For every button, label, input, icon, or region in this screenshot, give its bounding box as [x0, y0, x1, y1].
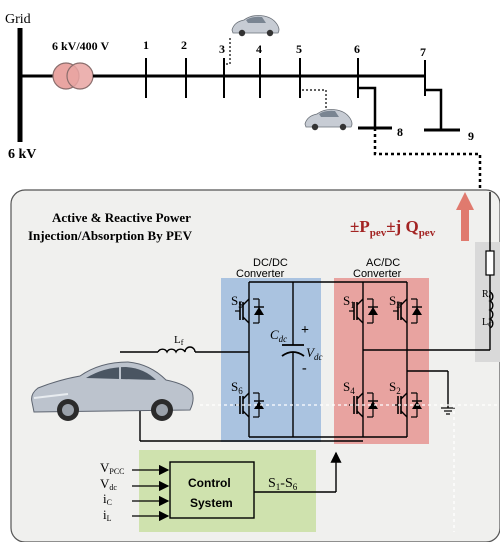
- ev-connection-bus5: [302, 89, 327, 110]
- s5-label: S5: [231, 293, 243, 310]
- branch-to-bus-8: [358, 86, 377, 128]
- input-vdc: Vdc: [100, 476, 117, 492]
- power-flow-arrow: [456, 192, 474, 241]
- bus-label-3: 3: [219, 42, 225, 56]
- s3-label: S3: [389, 293, 401, 310]
- rc-label: RC: [482, 289, 494, 301]
- control-block-line1: Control: [188, 476, 231, 490]
- bus-label-8: 8: [397, 125, 403, 139]
- branch-to-bus-9: [425, 88, 443, 130]
- dcdc-converter-box: [221, 278, 321, 442]
- s6-igbt-icon: [235, 392, 264, 418]
- ev-car-icon-bus3: [231, 15, 280, 37]
- pev-car-icon: [31, 361, 194, 421]
- panel-title-line1: Active & Reactive Power: [52, 210, 191, 225]
- s6-label: S6: [231, 379, 243, 396]
- bus-label-2: 2: [181, 38, 187, 52]
- s4-label: S4: [343, 379, 355, 396]
- ev-car-icon-bus5: [304, 109, 353, 131]
- vdc-plus: +: [301, 323, 309, 338]
- bus-label-1: 1: [143, 38, 149, 52]
- acdc-label-line2: Converter: [353, 268, 402, 280]
- control-output-line: [254, 451, 342, 493]
- power-label: ±Ppev±j Qpev: [350, 217, 436, 239]
- feedback-dashed-lines: [200, 404, 500, 532]
- cdc-label: Cdc: [270, 327, 287, 344]
- control-block-line2: System: [190, 496, 233, 510]
- s1-igbt-icon: [349, 298, 378, 324]
- rc-resistor: [485, 250, 495, 276]
- transformer: [52, 62, 94, 90]
- pev-connection-dashed: [373, 128, 482, 192]
- lf-label: Lf: [174, 334, 184, 347]
- dcdc-label-line1: DC/DC: [253, 257, 288, 269]
- control-system-block: [169, 461, 255, 519]
- bus-label-7: 7: [420, 45, 426, 59]
- transformer-winding-2: [66, 62, 94, 90]
- lc-inductor: [488, 291, 494, 329]
- bus-ticks: [145, 58, 426, 98]
- ground-icon: [441, 407, 455, 415]
- bus-label-9: 9: [468, 129, 474, 143]
- lf-inductor: [157, 346, 196, 354]
- s2-label: S2: [389, 379, 401, 396]
- dcdc-label-line2: Converter: [236, 268, 285, 280]
- ev-connection-bus3: [226, 36, 231, 65]
- vdc-minus: -: [302, 361, 307, 376]
- s3-igbt-icon: [393, 298, 422, 324]
- dc-link-capacitor: [281, 344, 305, 357]
- s5-igbt-icon: [235, 298, 264, 324]
- control-input-arrows: [132, 464, 170, 522]
- transformer-label: 6 kV/400 V: [52, 39, 109, 53]
- grid-label: Grid: [5, 12, 31, 27]
- s1-label: S1: [343, 293, 355, 310]
- bus-label-4: 4: [256, 42, 262, 56]
- bus-label-5: 5: [296, 42, 302, 56]
- input-il: iL: [103, 507, 112, 523]
- control-output-label: S1-S6: [268, 476, 298, 492]
- vdc-label: Vdc: [306, 345, 322, 362]
- acdc-label-line1: AC/DC: [366, 257, 400, 269]
- grid-voltage-label: 6 kV: [8, 147, 36, 162]
- input-vpcc: VPCC: [100, 460, 125, 476]
- input-ic: iC: [103, 491, 112, 507]
- panel-title-line2: Injection/Absorption By PEV: [28, 228, 193, 243]
- lc-label: LC: [482, 317, 493, 329]
- acdc-converter-box: [334, 278, 429, 444]
- bus-label-6: 6: [354, 42, 360, 56]
